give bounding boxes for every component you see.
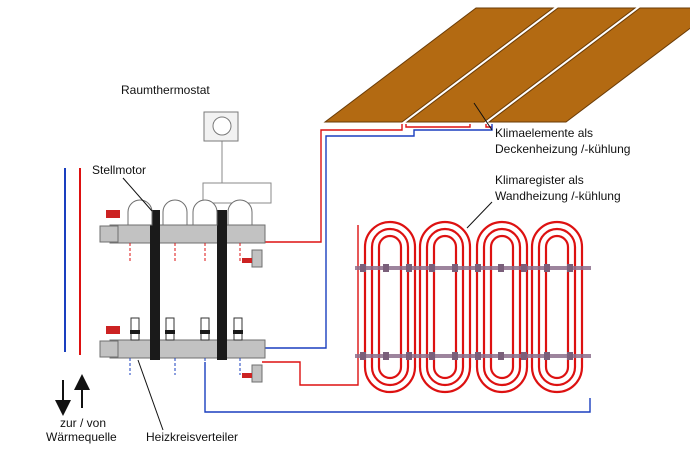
manifold-upright-left bbox=[150, 210, 160, 360]
flow-meter-icon bbox=[165, 317, 175, 341]
rail-clip bbox=[406, 352, 412, 360]
flow-meters bbox=[130, 317, 243, 341]
manifold-leader bbox=[137, 359, 164, 431]
ceiling-elements-label-line1: Klimaelemente als bbox=[495, 126, 593, 140]
rail-clip bbox=[475, 352, 481, 360]
flow-meter-band bbox=[200, 330, 210, 334]
rail-clip bbox=[498, 352, 504, 360]
rail-clip bbox=[544, 352, 550, 360]
mount-rail bbox=[355, 266, 591, 270]
manifold-upper-valve-handle bbox=[106, 210, 120, 218]
rail-clip bbox=[383, 264, 389, 272]
manifold-lower-valve-handle bbox=[106, 326, 120, 334]
ceiling-supply-pipe bbox=[262, 124, 403, 243]
actuator-head-icon bbox=[162, 199, 188, 226]
thermostat-dial-icon bbox=[212, 116, 232, 136]
ceiling-panel-1 bbox=[323, 7, 555, 123]
wall-register-leader bbox=[466, 201, 493, 229]
ceiling-panel-2 bbox=[405, 7, 637, 123]
rail-clip bbox=[498, 264, 504, 272]
ceiling-link-pipe-1 bbox=[405, 124, 471, 128]
rail-clip bbox=[383, 352, 389, 360]
manifold-lower-bar bbox=[109, 339, 266, 359]
actuator-head-icon bbox=[192, 199, 218, 226]
flow-meter-band bbox=[165, 330, 175, 334]
actuator-head-icon bbox=[127, 199, 153, 226]
actuators bbox=[127, 199, 253, 226]
flow-meter-band bbox=[233, 330, 243, 334]
rail-clip bbox=[567, 352, 573, 360]
manifold-lower-drain bbox=[242, 373, 252, 378]
manifold-lower-endcap bbox=[251, 364, 263, 383]
rail-clip bbox=[360, 352, 366, 360]
rail-clip bbox=[429, 352, 435, 360]
heat-source-label-line1: zur / von bbox=[60, 416, 106, 430]
manifold-upright-right bbox=[217, 210, 227, 360]
manifold-upper-inlet bbox=[99, 225, 119, 243]
rail-clip bbox=[521, 264, 527, 272]
wall-register-label-line1: Klimaregister als bbox=[495, 173, 584, 187]
wall-supply-pipe bbox=[262, 225, 359, 386]
heating-manifold bbox=[99, 199, 266, 383]
actuator-head-icon bbox=[227, 199, 253, 226]
manifold-lower-inlet bbox=[99, 340, 119, 358]
manifold-upper-endcap bbox=[251, 249, 263, 268]
wall-register-label-line2: Wandheizung /-kühlung bbox=[495, 189, 621, 203]
heat-source-pipes bbox=[55, 168, 90, 416]
flow-meter-icon bbox=[233, 317, 243, 341]
thermostat-wiring bbox=[202, 111, 272, 204]
heat-source-label-line2: Wärmequelle bbox=[46, 430, 117, 444]
rail-clip bbox=[521, 352, 527, 360]
actuator-leader bbox=[122, 177, 153, 212]
flow-meter-band bbox=[130, 330, 140, 334]
actuator-label: Stellmotor bbox=[92, 163, 146, 177]
flow-meter-icon bbox=[200, 317, 210, 341]
rail-clip bbox=[452, 264, 458, 272]
flow-meter-icon bbox=[130, 317, 140, 341]
ceiling-elements-leader bbox=[473, 102, 493, 131]
rail-clip bbox=[567, 264, 573, 272]
rail-clip bbox=[452, 352, 458, 360]
ceiling-panels bbox=[323, 7, 690, 123]
wall-return-pipe bbox=[204, 362, 591, 413]
rail-clip bbox=[429, 264, 435, 272]
rail-clip bbox=[475, 264, 481, 272]
outlet-stubs bbox=[129, 243, 241, 375]
rail-clip bbox=[544, 264, 550, 272]
ceiling-panel-3 bbox=[487, 7, 690, 123]
wall-rail-top bbox=[355, 264, 591, 272]
manifold-upper-drain bbox=[242, 258, 252, 263]
rail-clip bbox=[360, 264, 366, 272]
ceiling-elements-label-line2: Deckenheizung /-kühlung bbox=[495, 142, 630, 156]
wall-rail-bottom bbox=[355, 352, 591, 360]
rail-clip bbox=[406, 264, 412, 272]
room-thermostat-label: Raumthermostat bbox=[121, 83, 210, 97]
manifold-upper-bar bbox=[109, 224, 266, 244]
wall-coils bbox=[363, 220, 584, 394]
manifold-label: Heizkreisverteiler bbox=[146, 430, 238, 444]
mount-rail bbox=[355, 354, 591, 358]
wall-register bbox=[204, 220, 591, 413]
